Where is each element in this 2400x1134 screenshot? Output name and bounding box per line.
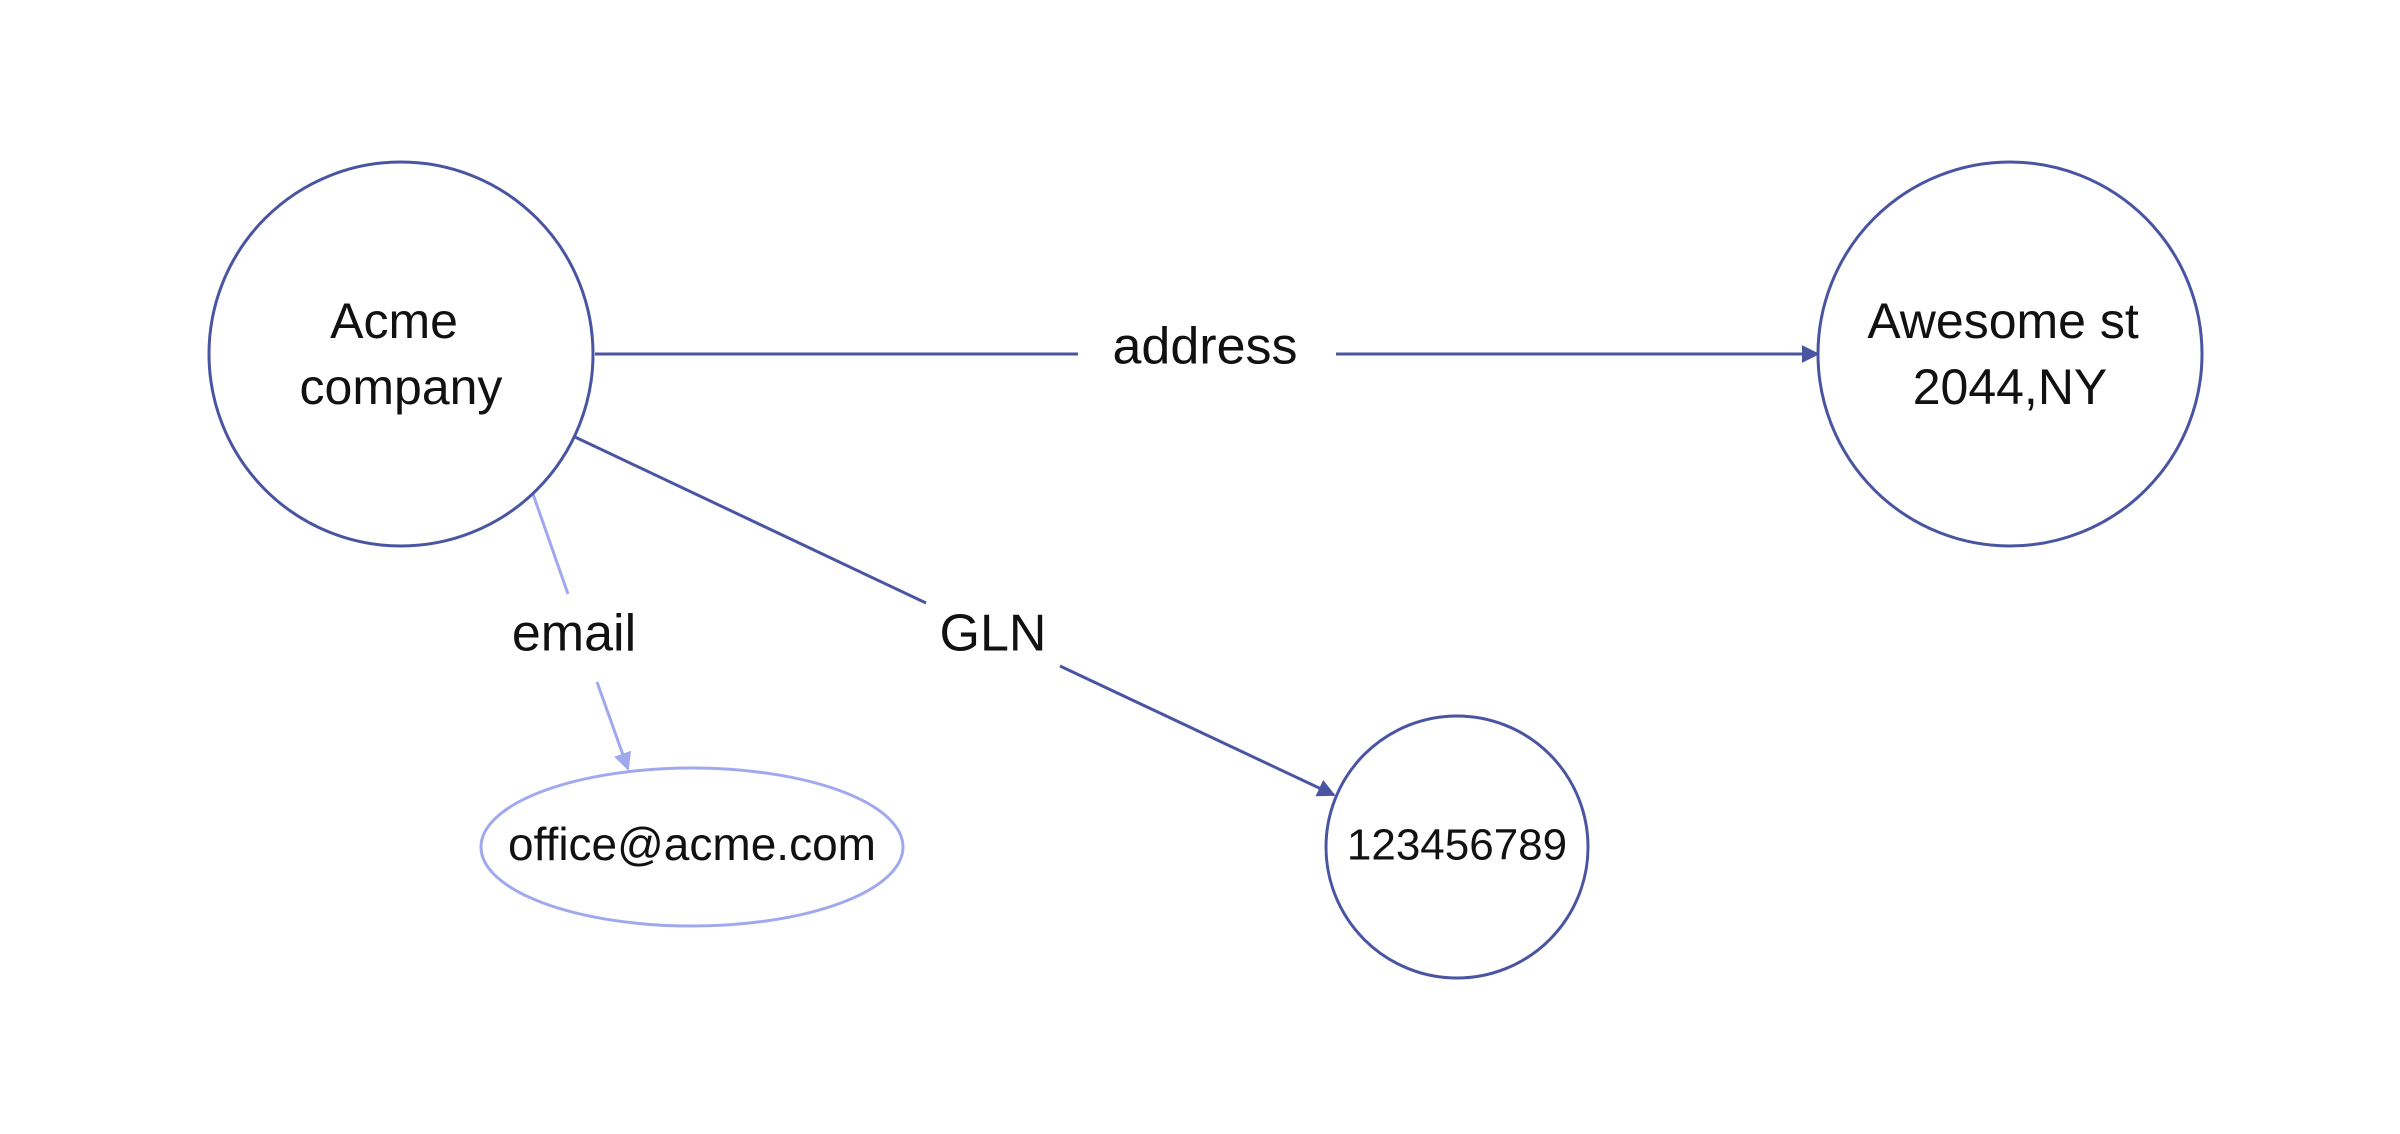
node-acme-company-line1: Acme [330, 293, 458, 349]
node-acme-company-line2: company [300, 359, 503, 415]
node-address-value-line1: Awesome st [1867, 293, 2139, 349]
node-acme-company: Acme company [207, 160, 595, 548]
edge-email-line-end [595, 681, 632, 771]
node-acme-company-circle [207, 160, 595, 548]
edge-gln-label: GLN [940, 605, 1047, 663]
node-email-value-ellipse [479, 766, 905, 928]
edge-gln-line-start [574, 435, 927, 605]
edge-address-label: address [1113, 318, 1298, 376]
edge-email-label: email [512, 605, 636, 663]
node-address-value-circle [1816, 160, 2204, 548]
node-address-value-label: Awesome st 2044,NY [1867, 293, 2152, 415]
edge-gln-line-end [1059, 664, 1336, 797]
node-address-value: Awesome st 2044,NY [1816, 160, 2204, 548]
node-email-value-label: office@acme.com [508, 818, 876, 870]
edge-address: address [595, 318, 1820, 376]
node-email-value: office@acme.com [479, 766, 905, 928]
edge-gln: GLN [574, 435, 1336, 797]
node-gln-value-circle [1324, 714, 1590, 980]
node-address-value-line2: 2044,NY [1913, 359, 2108, 415]
edge-email: email [512, 493, 636, 771]
edge-email-line-start [531, 493, 570, 595]
node-gln-value: 123456789 [1324, 714, 1590, 980]
node-gln-value-label: 123456789 [1347, 821, 1567, 870]
node-acme-company-label: Acme company [300, 293, 503, 415]
